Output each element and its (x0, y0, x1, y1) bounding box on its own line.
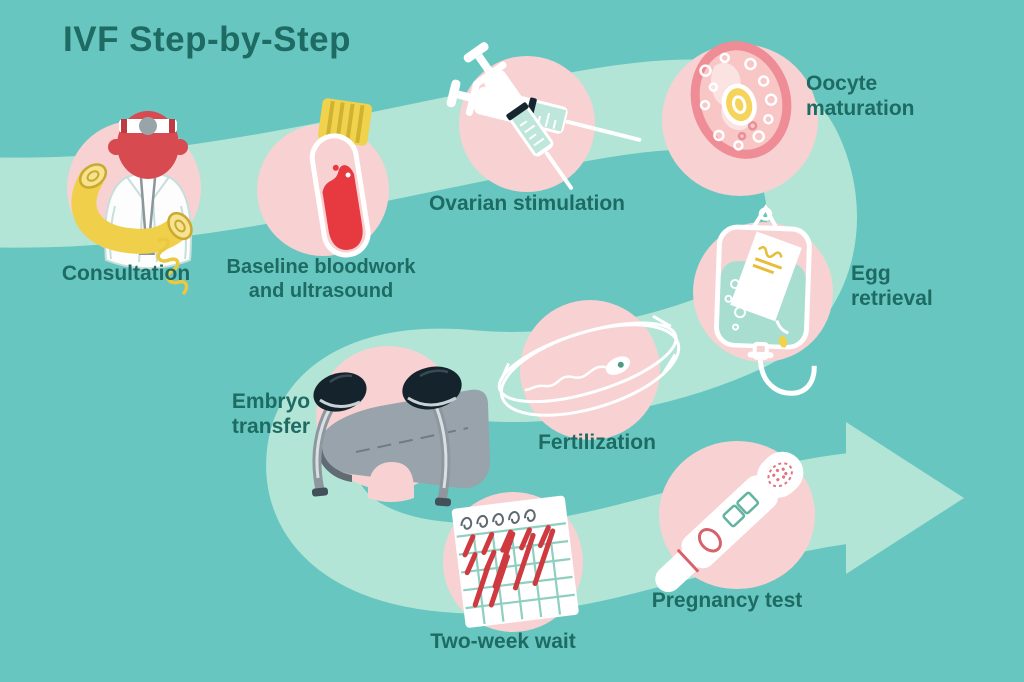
stirrups-icon (311, 366, 490, 507)
label-line: maturation (806, 96, 915, 120)
step-label-baseline-bloodwork: Baseline bloodwork and ultrasound (221, 256, 421, 303)
page-title: IVF Step-by-Step (63, 20, 352, 59)
label-line: Baseline bloodwork (226, 256, 416, 278)
doctor-phone-icon (71, 111, 193, 296)
label-line: Pregnancy test (651, 589, 803, 612)
label-line: Ovarian stimulation (428, 192, 626, 215)
label-line: Oocyte (806, 72, 878, 95)
step-circle-fertilization (520, 300, 660, 440)
syringes-icon (446, 42, 642, 190)
label-line: retrieval (851, 286, 933, 310)
iv-bag-icon (714, 204, 817, 396)
petri-dish-icon (497, 314, 681, 417)
step-label-embryo-transfer: Embryo transfer (196, 390, 346, 440)
oocyte-icon (690, 41, 792, 159)
step-label-ovarian-stimulation: Ovarian stimulation (407, 192, 647, 217)
step-label-two-week-wait: Two-week wait (403, 630, 603, 655)
step-label-pregnancy-test: Pregnancy test (627, 589, 827, 614)
label-line: Embryo (231, 390, 311, 413)
label-line: transfer (231, 414, 311, 438)
label-line: Fertilization (538, 431, 656, 454)
blood-tube-icon (309, 98, 373, 258)
label-line: Egg (851, 262, 891, 285)
pregnancy-test-icon (655, 451, 804, 593)
step-label-consultation: Consultation (46, 262, 206, 287)
calendar-icon (451, 495, 579, 628)
step-label-egg-retrieval: Egg retrieval (851, 262, 933, 312)
label-line: Consultation (61, 262, 191, 285)
arrow-head-icon (846, 422, 964, 574)
step-label-oocyte-maturation: Oocyte maturation (806, 72, 915, 122)
label-line: and ultrasound (248, 279, 394, 302)
label-line: Two-week wait (430, 630, 576, 653)
step-label-fertilization: Fertilization (507, 431, 687, 456)
